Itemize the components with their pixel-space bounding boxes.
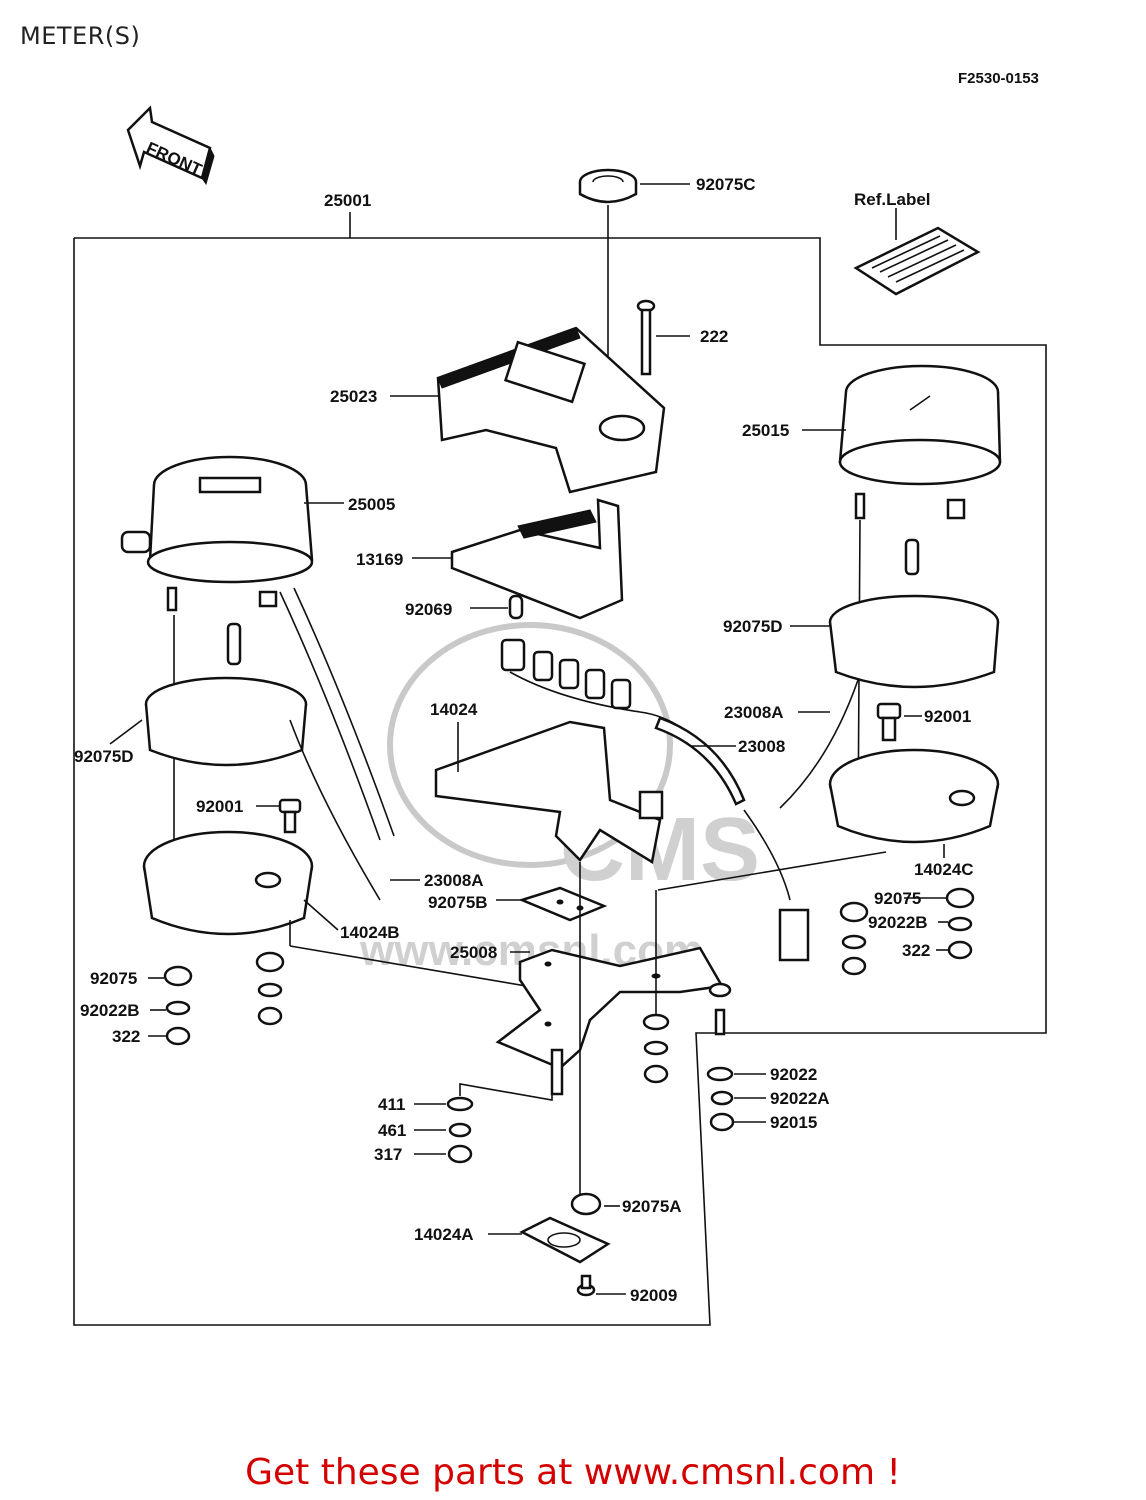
hardware-stack-left [163,951,285,1046]
label-322-left: 322 [112,1027,140,1046]
label-92075c: 92075C [696,175,756,194]
hardware-stack-center [642,982,732,1084]
label-25001: 25001 [324,191,371,210]
label-92075d-right: 92075D [723,617,783,636]
bracket-14024 [434,720,664,865]
hardware-stack-right [839,887,975,976]
label-14024: 14024 [430,700,478,719]
stud-bolt-center [550,1048,564,1096]
label-25005: 25005 [348,495,395,514]
label-92022a: 92022A [770,1089,830,1108]
label-222: 222 [700,327,728,346]
meter-case-92075d-right [828,538,1000,689]
bolt-92001-left [278,798,302,834]
hardware-stack-92022 [706,1066,735,1132]
label-92075b: 92075B [428,893,488,912]
label-23008a-left: 23008A [424,871,484,890]
label-92009: 92009 [630,1286,677,1305]
screw-222 [636,299,656,376]
tachometer-25015 [838,364,1002,520]
exploded-parts-diagram: CMS www.cmsnl.com FRONT [73,105,1047,1326]
assembly-boundary-25001 [73,237,1047,1326]
label-92075d-left: 92075D [74,747,134,766]
label-14024b: 14024B [340,923,400,942]
label-25015: 25015 [742,421,789,440]
wire-23008 [654,716,810,962]
leader-14024b [303,899,339,931]
label-13169: 13169 [356,550,403,569]
label-23008a-right: 23008A [724,703,784,722]
label-92001-left: 92001 [196,797,243,816]
reference-label-sticker [853,226,981,296]
label-92022: 92022 [770,1065,817,1084]
axis-line-cup-right [657,851,887,891]
wire-23008a-left [279,587,395,901]
indicator-housing-25023 [436,326,666,494]
meter-cup-14024b [142,830,314,936]
bolt-92001-right [876,702,902,742]
label-14024c: 14024C [914,860,974,879]
speedometer-25005 [120,455,314,612]
label-92015: 92015 [770,1113,817,1132]
front-arrow-icon: FRONT [126,105,215,186]
hardware-stack-411 [446,1096,474,1164]
meter-cup-14024c [828,748,1000,844]
grommet-92075c [578,168,638,204]
label-461: 461 [378,1121,406,1140]
label-23008: 23008 [738,737,785,756]
bulb-92069 [508,594,524,620]
bulb-socket-harness [500,638,741,801]
label-92075-right: 92075 [874,889,921,908]
leader-92075d-left [109,719,143,745]
grommet-92075a [570,1192,602,1216]
label-14024a: 14024A [414,1225,474,1244]
label-92069: 92069 [405,600,452,619]
axis-line-cup-left [289,945,551,991]
label-411: 411 [378,1095,405,1114]
label-25008: 25008 [450,943,497,962]
footer-cta-link[interactable]: Get these parts at www.cmsnl.com ! [245,1452,901,1493]
rubber-plate-92075b [518,886,608,922]
label-92001-right: 92001 [924,707,971,726]
wire-23008a-right [779,679,859,809]
axis-line-411 [459,1083,553,1101]
label-92022b-right: 92022B [868,913,928,932]
bulb-holder-13169 [450,498,624,620]
meter-case-92075d-left [144,622,308,767]
mounting-bracket-25008 [495,946,725,1070]
label-317: 317 [374,1145,402,1164]
screw-92009 [576,1274,596,1297]
label-ref-label: Ref.Label [854,190,931,209]
label-322-right: 322 [902,941,930,960]
label-25023: 25023 [330,387,377,406]
plate-14024a [519,1216,611,1264]
label-92022b-left: 92022B [80,1001,140,1020]
label-92075-left: 92075 [90,969,137,988]
label-92075a: 92075A [622,1197,682,1216]
page-title: METER(S) [20,22,141,50]
diagram-code: F2530-0153 [958,70,1039,87]
